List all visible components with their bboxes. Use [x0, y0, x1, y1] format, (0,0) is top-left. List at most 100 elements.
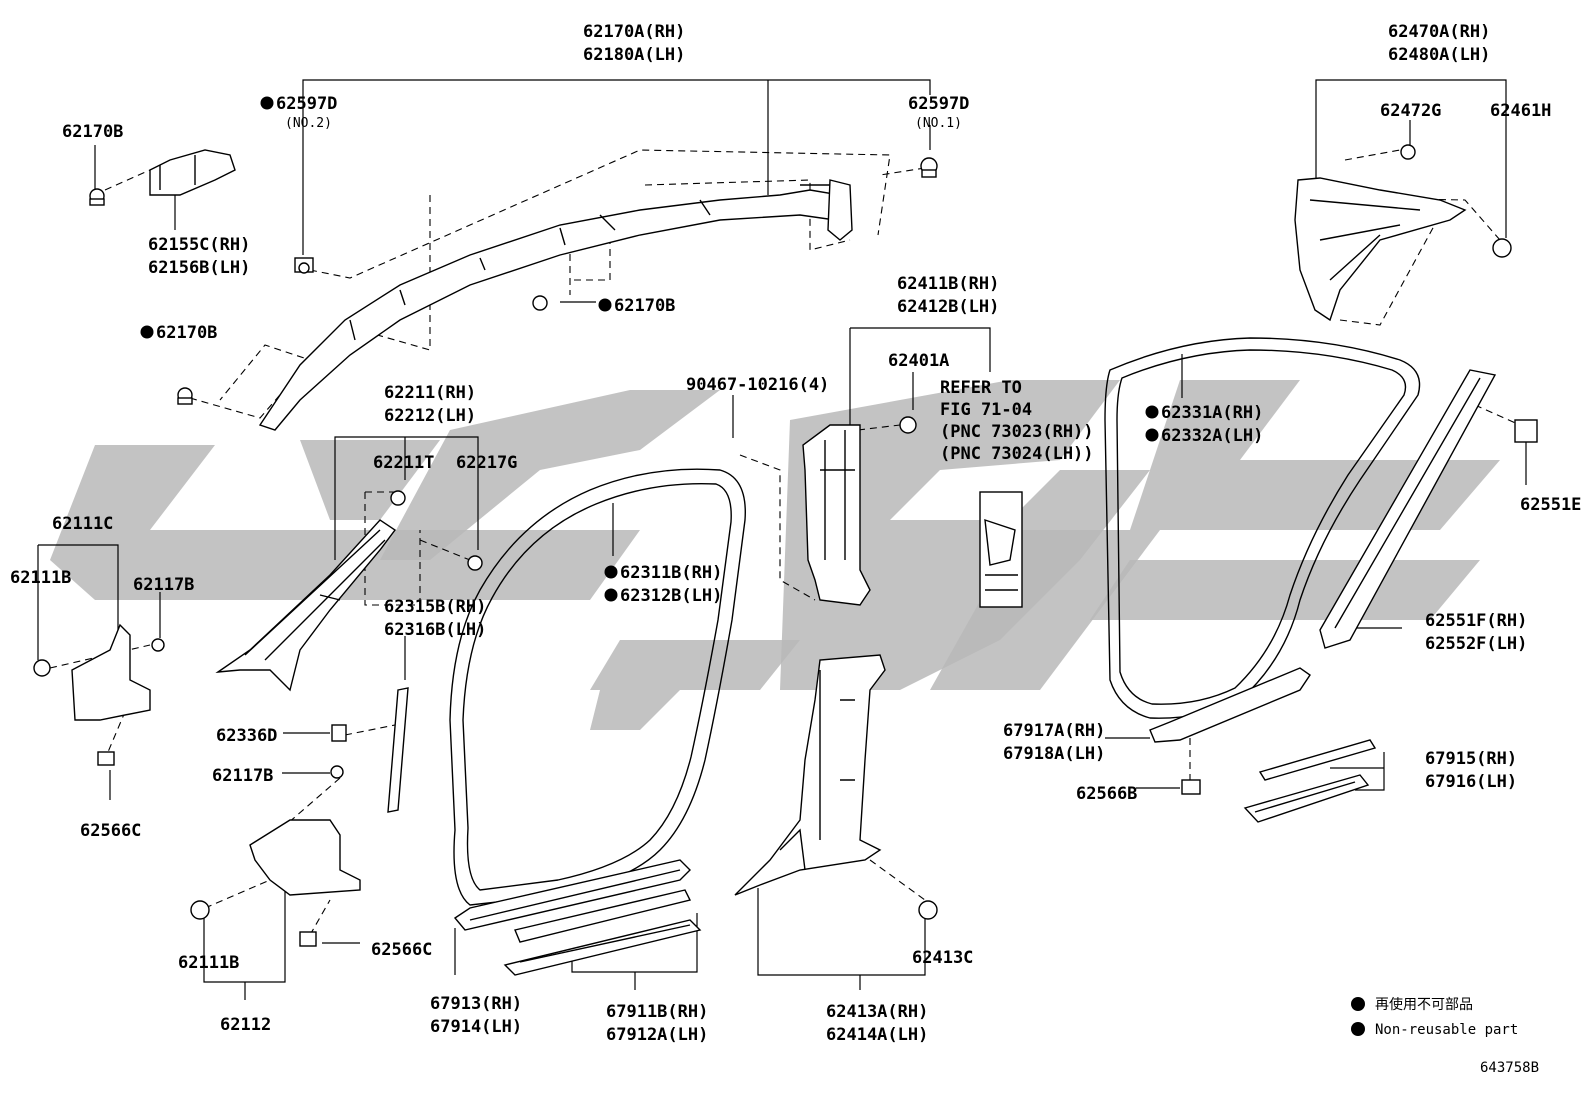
label-67913-rh: 67913(RH)	[430, 994, 522, 1014]
clip-62597D-no2	[294, 257, 314, 274]
label-62331A-group: 62331A(RH) 62332A(LH)	[1145, 403, 1263, 446]
label-62597D-no1: 62597D	[908, 94, 969, 114]
label-62111C: 62111C	[52, 514, 113, 534]
non-reusable-dot	[1145, 428, 1159, 442]
label-62597D-no2-group: 62597D (NO.2)	[260, 94, 337, 131]
label-62552F-lh: 62552F(LH)	[1425, 634, 1527, 654]
clip-62170B-top	[89, 188, 105, 206]
label-62411B-rh: 62411B(RH)	[897, 274, 999, 294]
label-62401A: 62401A	[888, 351, 949, 371]
label-62170B-left-group: 62170B	[140, 323, 217, 343]
non-reusable-dot	[604, 588, 618, 602]
parts	[33, 144, 1538, 976]
part-labels: 62170A(RH) 62180A(LH) 62597D (NO.2) 6259…	[10, 22, 1581, 1045]
kick-panel-62112	[190, 819, 361, 947]
label-62117B-bottom: 62117B	[212, 766, 273, 786]
label-62312B-lh: 62312B(LH)	[620, 586, 722, 606]
label-62551F-rh: 62551F(RH)	[1425, 611, 1527, 631]
label-62111B-top: 62111B	[10, 568, 71, 588]
clip-62170B-left	[177, 387, 193, 405]
label-62566B: 62566B	[1076, 784, 1137, 804]
label-67912A-lh: 67912A(LH)	[606, 1025, 708, 1045]
label-62414A-lh: 62414A(LH)	[826, 1025, 928, 1045]
non-reusable-dot	[604, 565, 618, 579]
b-pillar-lower-62413A	[734, 654, 938, 920]
legend-dot-jp	[1351, 997, 1365, 1011]
label-62332A-lh: 62332A(LH)	[1161, 426, 1263, 446]
label-62413A-rh: 62413A(RH)	[826, 1002, 928, 1022]
label-62551E: 62551E	[1520, 495, 1581, 515]
label-62212-lh: 62212(LH)	[384, 406, 476, 426]
label-62117B-top: 62117B	[133, 575, 194, 595]
label-62111B-bottom: 62111B	[178, 953, 239, 973]
retainer-62315B	[330, 687, 409, 813]
label-62112: 62112	[220, 1015, 271, 1035]
label-no1: (NO.1)	[915, 116, 962, 131]
label-62566C-bottom: 62566C	[371, 940, 432, 960]
label-62311B-group: 62311B(RH) 62312B(LH)	[604, 563, 722, 606]
rear-scuff-62551F	[1319, 369, 1497, 649]
label-62566C-left: 62566C	[80, 821, 141, 841]
scuff-67911B	[503, 889, 702, 976]
label-62180A-lh: 62180A(LH)	[583, 45, 685, 65]
bracket-62155C	[149, 149, 236, 196]
label-62170A-rh: 62170A(RH)	[583, 22, 685, 42]
label-62461H: 62461H	[1490, 101, 1551, 121]
label-67914-lh: 67914(LH)	[430, 1017, 522, 1037]
clip-62597D-no1	[920, 157, 938, 178]
label-pnc-73024: (PNC 73024(LH))	[940, 444, 1094, 464]
label-62480A-lh: 62480A(LH)	[1388, 45, 1490, 65]
label-refer-to: REFER TO	[940, 378, 1022, 398]
clip-62551E	[1514, 419, 1538, 443]
scuff-67915	[1243, 739, 1377, 823]
label-62170B-mid: 62170B	[614, 296, 675, 316]
quarter-trim-62470A	[1294, 144, 1512, 322]
non-reusable-dot	[260, 96, 274, 110]
label-62170B-mid-group: 62170B	[598, 296, 675, 316]
assembly-dashes	[49, 149, 1521, 936]
clip-62170B-mid	[532, 295, 548, 311]
label-fig-71-04: FIG 71-04	[940, 400, 1032, 420]
leader-lines	[37, 79, 1527, 1000]
label-67915-rh: 67915(RH)	[1425, 749, 1517, 769]
label-no2: (NO.2)	[285, 116, 332, 131]
label-67911B-rh: 67911B(RH)	[606, 1002, 708, 1022]
label-62217G: 62217G	[456, 453, 517, 473]
label-90467-10216: 90467-10216(4)	[686, 375, 829, 395]
label-62336D: 62336D	[216, 726, 277, 746]
b-pillar-upper-62411B	[802, 416, 917, 606]
label-62311B-rh: 62311B(RH)	[620, 563, 722, 583]
roof-garnish-62170A	[258, 179, 853, 431]
legend-dot-en	[1351, 1022, 1365, 1036]
scuff-67917A	[1149, 667, 1311, 743]
label-62412B-lh: 62412B(LH)	[897, 297, 999, 317]
label-67918A-lh: 67918A(LH)	[1003, 744, 1105, 764]
non-reusable-dot	[140, 325, 154, 339]
label-62155C-rh: 62155C(RH)	[148, 235, 250, 255]
legend-en: Non-reusable part	[1375, 1022, 1518, 1038]
non-reusable-dot	[1145, 405, 1159, 419]
non-reusable-dot	[598, 298, 612, 312]
seatbelt-ref-part	[979, 491, 1023, 608]
a-pillar-62211	[215, 490, 483, 692]
label-62156B-lh: 62156B(LH)	[148, 258, 250, 278]
label-67916-lh: 67916(LH)	[1425, 772, 1517, 792]
label-62170B-left: 62170B	[156, 323, 217, 343]
legend: 再使用不可部品 Non-reusable part	[1351, 996, 1518, 1038]
label-62597D-no2: 62597D	[276, 94, 337, 114]
label-pnc-73023: (PNC 73023(RH))	[940, 422, 1094, 442]
figure-number: 643758B	[1480, 1060, 1539, 1076]
clip-62566B	[1181, 779, 1201, 795]
rear-door-weatherstrip-62331A	[1104, 337, 1421, 719]
legend-jp: 再使用不可部品	[1375, 996, 1473, 1013]
label-62170B-top: 62170B	[62, 122, 123, 142]
label-62413C: 62413C	[912, 948, 973, 968]
label-62470A-rh: 62470A(RH)	[1388, 22, 1490, 42]
label-62331A-rh: 62331A(RH)	[1161, 403, 1263, 423]
label-62472G: 62472G	[1380, 101, 1441, 121]
kick-panel-62111C	[33, 623, 165, 766]
label-62315B-rh: 62315B(RH)	[384, 597, 486, 617]
label-62316B-lh: 62316B(LH)	[384, 620, 486, 640]
label-67917A-rh: 67917A(RH)	[1003, 721, 1105, 741]
